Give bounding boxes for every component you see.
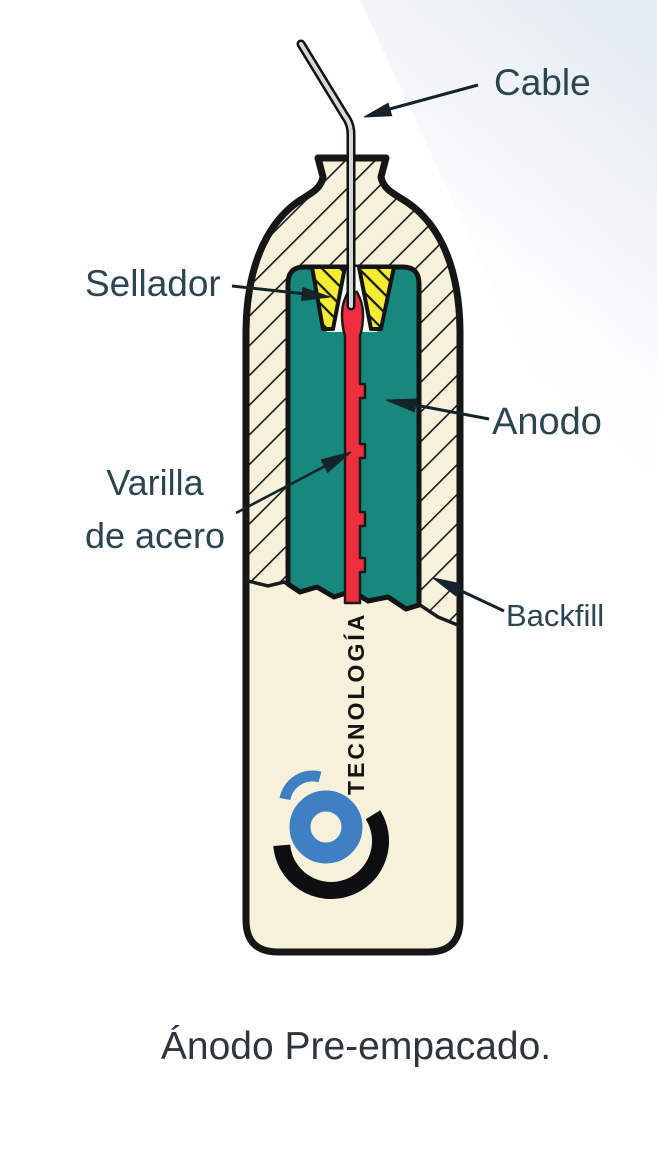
- label-sellador: Sellador: [85, 263, 221, 304]
- cable-arrowhead: [363, 102, 393, 118]
- cable-core: [299, 42, 353, 308]
- caption: Ánodo Pre-empacado.: [161, 1025, 551, 1068]
- sellador-arrowhead: [300, 286, 331, 301]
- sealer-wedge-left: [310, 265, 347, 331]
- scan-shading: [360, 0, 657, 645]
- logo-mark: [273, 770, 389, 899]
- sealer-wedge-right-hatch: [359, 267, 394, 329]
- logo-accent: [279, 770, 322, 801]
- logo-vertical-text: TECNOLOGÍA: [342, 612, 369, 795]
- label-varilla-line1: Varilla: [106, 462, 204, 503]
- steel-rod: [340, 290, 367, 605]
- anodo-leader-line: [409, 402, 490, 421]
- sealer-wedge-right: [357, 265, 396, 331]
- label-varilla-line2: de acero: [85, 515, 225, 556]
- sellador-leader-line: [231, 284, 307, 296]
- varilla-leader-line: [235, 462, 330, 515]
- logo-ring: [289, 790, 363, 864]
- varilla-arrowhead: [320, 451, 352, 474]
- logo-crescent: [273, 810, 389, 899]
- sealer-wedge-left-hatch: [312, 267, 345, 329]
- label-backfill: Backfill: [506, 598, 604, 633]
- annotations: [231, 83, 505, 613]
- label-cable: Cable: [494, 62, 591, 103]
- backfill-leader-line: [454, 586, 505, 613]
- cable-leader-line: [385, 83, 479, 112]
- backfill-arrowhead: [432, 577, 462, 597]
- label-anodo: Anodo: [492, 401, 602, 443]
- anodo-arrowhead: [385, 398, 418, 413]
